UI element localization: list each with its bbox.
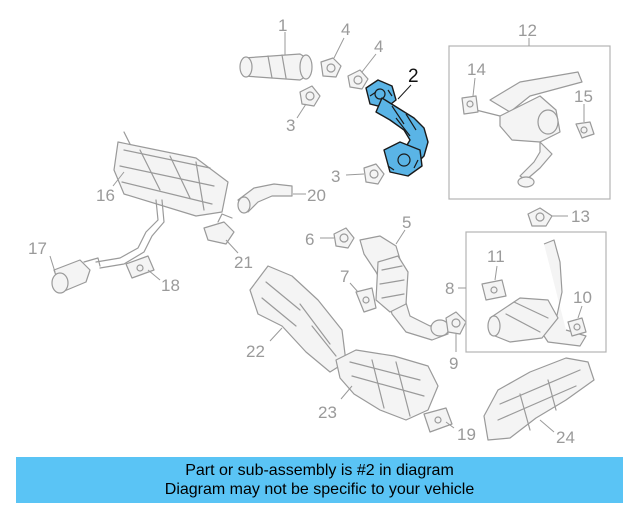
part-11-hanger bbox=[481, 279, 507, 301]
part-3-gasket-upper bbox=[299, 85, 321, 107]
parts-diagram: 1 4 4 3 2 12 bbox=[28, 16, 611, 447]
part-5-converter-pipe[interactable] bbox=[359, 235, 450, 341]
info-banner: Part or sub-assembly is #2 in diagram Di… bbox=[16, 457, 623, 503]
part-9-gasket bbox=[445, 311, 467, 335]
callout-16: 16 bbox=[96, 186, 115, 205]
part-24-heat-shield bbox=[483, 357, 595, 441]
part-23-heat-shield bbox=[335, 349, 439, 421]
banner-line-1: Part or sub-assembly is #2 in diagram bbox=[185, 462, 454, 479]
callout-7: 7 bbox=[340, 267, 349, 286]
part-13-gasket bbox=[527, 207, 553, 227]
callout-4a: 4 bbox=[341, 20, 350, 39]
part-19-bracket bbox=[423, 407, 453, 433]
callout-3a: 3 bbox=[286, 116, 295, 135]
callout-9: 9 bbox=[449, 354, 458, 373]
part-16-muffler[interactable] bbox=[95, 131, 229, 269]
callout-12: 12 bbox=[518, 21, 537, 40]
callout-5: 5 bbox=[402, 213, 411, 232]
callout-19: 19 bbox=[457, 425, 476, 444]
callout-4b: 4 bbox=[374, 37, 383, 56]
part-1-front-pipe[interactable] bbox=[239, 53, 313, 81]
callout-2: 2 bbox=[408, 66, 419, 87]
callout-10: 10 bbox=[573, 288, 592, 307]
callout-24: 24 bbox=[556, 428, 575, 447]
callout-3b: 3 bbox=[331, 167, 340, 186]
callout-18: 18 bbox=[161, 276, 180, 295]
part-6-gasket bbox=[333, 227, 355, 249]
callout-13: 13 bbox=[571, 207, 590, 226]
part-17-tailpipe-tip bbox=[51, 257, 101, 294]
banner-line-2: Diagram may not be specific to your vehi… bbox=[164, 481, 475, 498]
part-7-bracket bbox=[355, 287, 377, 313]
part-8-center-muffler[interactable] bbox=[487, 239, 587, 347]
callout-21: 21 bbox=[234, 253, 253, 272]
part-10-hanger bbox=[567, 317, 587, 337]
part-2-highlighted-pipe[interactable] bbox=[365, 79, 429, 177]
part-20-pipe bbox=[237, 183, 293, 214]
callout-11: 11 bbox=[487, 247, 505, 266]
part-3-gasket-lower bbox=[363, 163, 385, 185]
callout-15: 15 bbox=[574, 87, 593, 106]
part-12-rear-muffler[interactable] bbox=[475, 71, 583, 188]
callout-1: 1 bbox=[278, 16, 287, 35]
part-14-hanger bbox=[461, 95, 479, 115]
callout-20: 20 bbox=[307, 186, 326, 205]
part-18-hanger bbox=[125, 255, 155, 279]
callout-22: 22 bbox=[246, 342, 265, 361]
callout-23: 23 bbox=[318, 403, 337, 422]
part-4-gasket-upper bbox=[320, 57, 342, 78]
callout-17: 17 bbox=[28, 239, 47, 258]
part-21-clamp bbox=[203, 213, 235, 245]
part-15-bracket bbox=[575, 121, 595, 139]
callout-14: 14 bbox=[467, 60, 486, 79]
callout-8: 8 bbox=[445, 279, 454, 298]
callout-6: 6 bbox=[305, 230, 314, 249]
part-8-group-box bbox=[465, 231, 607, 353]
part-4-gasket-lower bbox=[347, 69, 369, 90]
